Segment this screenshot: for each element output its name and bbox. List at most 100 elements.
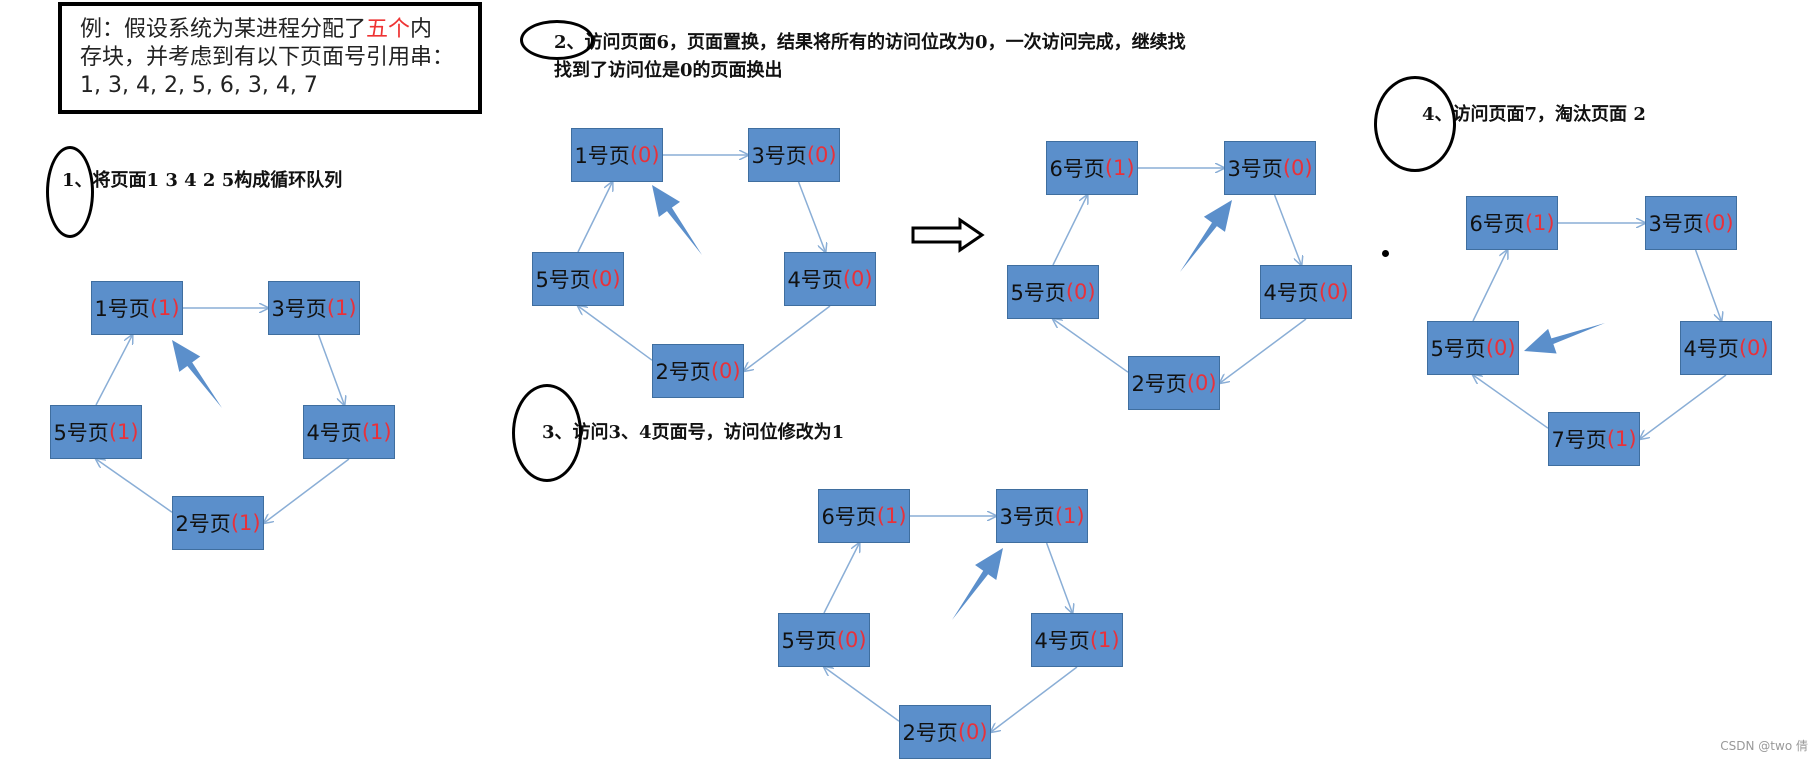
queue-edge-arrow [1694,249,1722,321]
page-frame-node: 2号页(0) [899,705,991,759]
stray-dot [1382,250,1389,257]
access-bit: (0) [590,267,621,291]
step-2-label-line-1: 2、访问页面6，页面置换，结果将所有的访问位改为0，一次访问完成，继续找 [554,32,1186,53]
access-bit: (1) [1104,156,1135,180]
queue-edge-arrow [823,543,859,614]
page-frame-node: 2号页(0) [1128,356,1220,410]
step-4-label: 4、访问页面7，淘汰页面 2 [1422,104,1646,125]
page-frame-node: 4号页(1) [1031,613,1123,667]
access-bit: (0) [842,267,873,291]
page-frame-node: 7号页(1) [1548,412,1640,466]
access-bit: (0) [629,143,660,167]
queue-edge-arrow [1472,250,1507,322]
page-label: 3号页 [751,144,807,168]
page-frame-node: 4号页(1) [303,405,395,459]
access-bit: (1) [108,420,139,444]
page-frame-node: 3号页(1) [268,281,360,335]
access-bit: (1) [1089,628,1120,652]
page-label: 3号页 [1648,212,1704,236]
step-2-label-line-2: 找到了访问位是0的页面换出 [554,60,783,81]
access-bit: (1) [1054,504,1085,528]
step-3-label: 3、访问3、4页面号，访问位修改为1 [542,422,845,443]
example-line-1: 例：假设系统为某进程分配了五个内 [80,16,460,44]
page-frame-node: 4号页(0) [1680,321,1772,375]
page-frame-node: 6号页(1) [1466,196,1558,250]
example-box: 例：假设系统为某进程分配了五个内 存块，并考虑到有以下页面号引用串： 1, 3,… [58,2,482,114]
access-bit: (0) [1738,336,1769,360]
page-label: 2号页 [655,360,711,384]
page-frame-node: 1号页(0) [571,128,663,182]
access-bit: (1) [1606,427,1637,451]
queue-edge-arrow [1220,318,1307,383]
queue-edge-arrow [1045,542,1073,613]
page-frame-node: 6号页(1) [1046,141,1138,195]
access-bit: (1) [361,420,392,444]
access-bit: (0) [710,359,741,383]
page-frame-node: 4号页(0) [784,252,876,306]
page-label: 5号页 [781,629,837,653]
page-label: 2号页 [1131,372,1187,396]
page-label: 6号页 [821,505,877,529]
access-bit: (0) [806,143,837,167]
example-highlight: 五个 [366,17,411,42]
queue-edge-arrow [824,667,900,722]
example-text: 例：假设系统为某进程分配了 [80,17,367,42]
access-bit: (0) [1703,211,1734,235]
page-frame-node: 2号页(1) [172,496,264,550]
queue-edge-arrow [264,458,350,523]
step-1-circle [46,146,94,238]
page-label: 1号页 [574,144,630,168]
access-bit: (1) [876,504,907,528]
access-bit: (1) [149,296,180,320]
clock-pointer-arrow [952,548,1003,620]
page-label: 4号页 [1034,629,1090,653]
queue-edge-arrow [96,459,173,513]
queue-edge-arrow [1052,195,1087,266]
page-label: 2号页 [175,512,231,536]
access-bit: (0) [1485,336,1516,360]
access-bit: (0) [1282,156,1313,180]
queue-edge-arrow [577,182,612,253]
transition-arrow-icon [911,217,985,253]
access-bit: (0) [1186,371,1217,395]
page-frame-node: 6号页(1) [818,489,910,543]
page-frame-node: 3号页(0) [748,128,840,182]
page-label: 5号页 [1010,281,1066,305]
clock-pointer-arrow [652,185,702,255]
page-frame-node: 5号页(0) [1427,321,1519,375]
page-label: 3号页 [999,505,1055,529]
clock-pointer-arrow [1524,323,1605,354]
access-bit: (0) [1318,280,1349,304]
watermark: CSDN @two 倩 [1720,739,1808,753]
step-3-circle [512,384,582,482]
access-bit: (1) [230,511,261,535]
clock-pointer-arrow [172,340,222,408]
page-label: 4号页 [1683,337,1739,361]
page-label: 6号页 [1469,212,1525,236]
queue-edge-arrow [317,334,345,405]
access-bit: (0) [836,628,867,652]
page-frame-node: 5号页(1) [50,405,142,459]
page-frame-node: 3号页(0) [1645,196,1737,250]
queue-edge-arrow [95,335,132,406]
example-line-2: 存块，并考虑到有以下页面号引用串： [80,45,455,70]
page-label: 4号页 [1263,281,1319,305]
step-2-circle [520,20,594,60]
queue-edge-arrow [797,181,826,252]
page-frame-node: 1号页(1) [91,281,183,335]
clock-pointer-arrow [1180,200,1232,272]
page-frame-node: 5号页(0) [1007,265,1099,319]
step-1-label: 1、将页面1 3 4 2 5构成循环队列 [62,170,343,191]
page-label: 2号页 [902,721,958,745]
page-label: 3号页 [271,297,327,321]
page-label: 7号页 [1551,428,1607,452]
page-frame-node: 5号页(0) [778,613,870,667]
page-label: 5号页 [1430,337,1486,361]
queue-edge-arrow [1053,319,1129,373]
access-bit: (0) [1065,280,1096,304]
queue-edge-arrow [578,306,653,361]
page-label: 4号页 [306,421,362,445]
page-frame-node: 4号页(0) [1260,265,1352,319]
queue-edge-arrow [991,666,1078,732]
